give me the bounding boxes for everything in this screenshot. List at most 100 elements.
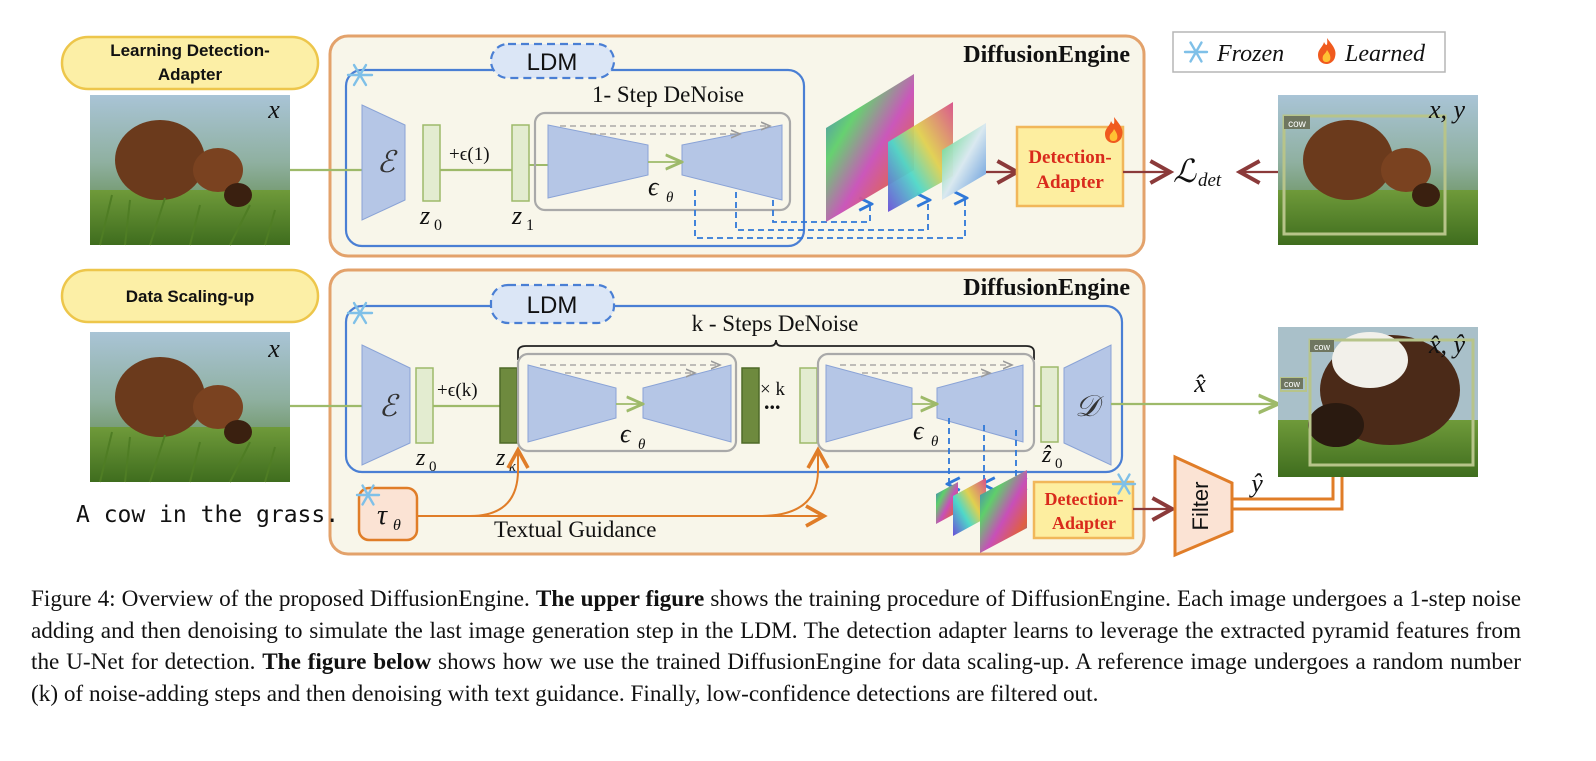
top-z1-sub: 1 — [526, 217, 534, 234]
top-denoise-label: 1- Step DeNoise — [592, 82, 744, 107]
top-eps-theta: ϵ — [648, 172, 660, 201]
top-engine-title: DiffusionEngine — [963, 42, 1130, 68]
bottom-tau: τ — [377, 500, 388, 531]
bottom-encoder-symbol: ℰ — [379, 390, 400, 423]
bottom-ldm-label-pill — [489, 283, 616, 325]
bottom-tau-sub: θ — [393, 517, 401, 534]
caption-lead: Figure 4: Overview of the proposed Diffu… — [31, 586, 536, 612]
bottom-unet2-eps: ϵ — [913, 416, 925, 445]
top-input-image — [90, 95, 290, 246]
top-frozen-icon — [346, 63, 374, 87]
top-tag: Learning Detection- Adapter — [60, 35, 320, 91]
top-box-label: cow — [1288, 119, 1307, 130]
top-feature-maps — [826, 74, 986, 222]
bottom-z0-sub: 0 — [429, 459, 437, 475]
bottom-text-prompt: A cow in the grass. — [76, 502, 339, 528]
bottom-decoder — [1063, 344, 1112, 466]
bottom-k-steps-brace — [517, 339, 1035, 360]
bottom-xhat-label: x̂ — [1193, 369, 1206, 398]
bottom-unet2-box — [816, 352, 1036, 453]
bottom-zk-label: z — [495, 445, 506, 471]
top-z1-label: z — [511, 201, 522, 230]
top-latent-z1 — [511, 124, 530, 202]
bottom-unet2-eps-sub: θ — [931, 434, 939, 450]
top-tag-line2: Adapter — [158, 65, 223, 84]
bottom-frozen-icon — [346, 301, 374, 325]
bottom-latent-pre-unet2 — [799, 367, 818, 444]
bottom-encoder — [361, 344, 411, 466]
top-loss: ℒ — [1173, 153, 1197, 189]
bottom-yhat-connector — [1232, 476, 1344, 511]
legend: Frozen Learned — [1172, 31, 1446, 73]
top-adapter-line1: Detection- — [1028, 147, 1111, 168]
diffusion-engine-figure: Frozen Learned Learning Detection- Adapt… — [60, 31, 1478, 558]
bottom-unet1-eps: ϵ — [620, 419, 632, 448]
top-row: Learning Detection- Adapter x DiffusionE… — [60, 34, 1478, 258]
bottom-tag-label: Data Scaling-up — [126, 287, 254, 306]
top-unet-encoder — [547, 124, 649, 199]
bottom-feature-taps — [949, 418, 1016, 484]
top-adapter-line2: Adapter — [1036, 172, 1104, 193]
bottom-latent-z0 — [415, 367, 434, 444]
bottom-feature-maps — [936, 470, 1027, 553]
bottom-unet1-box — [516, 352, 738, 453]
bottom-unet1-eps-sub: θ — [638, 437, 646, 453]
top-ldm-label-pill — [489, 42, 616, 80]
bottom-dots: ... — [764, 389, 781, 414]
legend-frozen-label: Frozen — [1216, 41, 1284, 67]
bottom-adapter-line1: Detection- — [1045, 489, 1124, 509]
bottom-times-k: × k — [760, 379, 785, 400]
bottom-ldm-box — [344, 304, 1124, 474]
bottom-adapter-frozen-icon — [1111, 473, 1137, 495]
legend-learned-label: Learned — [1344, 41, 1426, 67]
bottom-filter — [1173, 454, 1234, 558]
bottom-tag: Data Scaling-up — [60, 268, 320, 324]
bottom-output-image — [1278, 327, 1478, 477]
bottom-engine-title: DiffusionEngine — [963, 275, 1130, 301]
top-detection-adapter — [1015, 125, 1125, 208]
bottom-denoise-label: k - Steps DeNoise — [692, 311, 859, 336]
bottom-filter-label: Filter — [1188, 482, 1213, 531]
top-latent-z0 — [422, 124, 441, 202]
top-learned-icon — [1105, 117, 1123, 143]
bottom-text-encoder-frozen-icon — [355, 484, 381, 506]
bottom-latent-mid — [741, 367, 760, 444]
top-output-symbol: x, y — [1428, 95, 1466, 124]
bottom-unet1-encoder — [527, 364, 617, 443]
bottom-input-symbol: x — [267, 334, 280, 363]
bottom-row: Data Scaling-up x DiffusionEngine LDM — [60, 268, 1478, 558]
top-encoder — [361, 104, 406, 221]
top-ldm-label: LDM — [527, 49, 578, 76]
bottom-unet2-encoder — [825, 364, 913, 443]
top-loss-sub: det — [1198, 170, 1222, 191]
bottom-latent-zhat0 — [1040, 366, 1059, 443]
caption-text-1: shows the training procedure of Diffusio… — [31, 586, 1522, 675]
figure-caption: Figure 4: Overview of the proposed Diffu… — [31, 584, 1521, 710]
bottom-latent-zk — [499, 367, 518, 444]
caption-text-2: shows how we use the trained DiffusionEn… — [31, 649, 1522, 707]
top-tag-line1: Learning Detection- — [110, 41, 270, 60]
top-eps-sub: θ — [666, 190, 674, 206]
top-feature-taps — [694, 190, 965, 239]
top-output-image — [1278, 95, 1478, 245]
top-noise-label: +ϵ(1) — [449, 144, 490, 165]
bottom-zhat0-label: ẑ — [1041, 442, 1052, 468]
bottom-text-encoder — [357, 486, 419, 542]
bottom-box-label-1: cow — [1314, 342, 1331, 352]
bottom-ldm-label: LDM — [527, 292, 578, 319]
bottom-zhat0-sub: 0 — [1055, 456, 1063, 472]
top-input-symbol: x — [267, 95, 280, 124]
caption-bold-upper: The upper figure — [535, 586, 705, 612]
bottom-detection-adapter — [1032, 480, 1135, 540]
bottom-z0-label: z — [415, 445, 426, 471]
top-z0-sub: 0 — [434, 217, 442, 234]
bottom-zk-sub: k — [509, 459, 516, 475]
bottom-textual-guidance: Textual Guidance — [494, 517, 657, 542]
top-unet-box — [533, 111, 792, 212]
fire-icon — [1318, 38, 1336, 64]
bottom-guidance-arrows — [417, 446, 830, 528]
top-z0-label: z — [419, 201, 430, 230]
bottom-box-label-2: cow — [1284, 379, 1301, 389]
caption-bold-below: The figure below — [262, 649, 432, 675]
bottom-yhat-label: ŷ — [1248, 469, 1263, 498]
